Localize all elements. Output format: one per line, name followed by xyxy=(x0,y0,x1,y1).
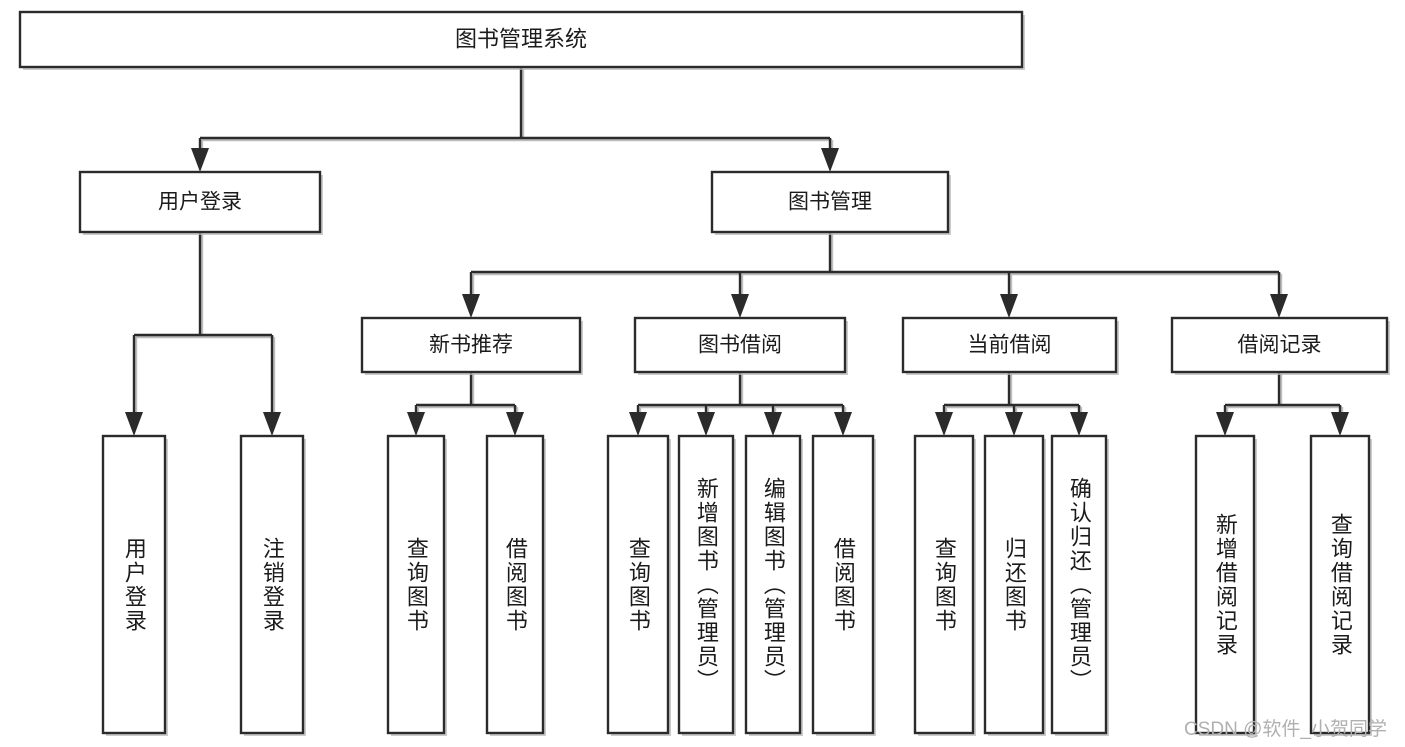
arrow-head-icon-grp1-3 xyxy=(834,412,852,436)
node-box-current-borrow[interactable] xyxy=(901,316,1118,374)
arrow-head-icon-root-1 xyxy=(821,148,839,172)
node-label-current-borrow: 当前借阅 xyxy=(968,334,1052,357)
node-box-leaf-add-book-admin[interactable] xyxy=(677,434,735,735)
arrow-head-icon-manage-0 xyxy=(462,294,480,318)
node-box-leaf-query-book-3[interactable] xyxy=(913,434,975,735)
node-box-leaf-borrow-book-1[interactable] xyxy=(485,434,545,735)
arrow-head-icon-manage-1 xyxy=(731,294,749,318)
arrow-head-icon-login-1 xyxy=(263,412,281,436)
node-label-new-book-recommend: 新书推荐 xyxy=(429,334,513,357)
node-box-layer xyxy=(18,10,1390,736)
node-box-leaf-confirm-return-admin[interactable] xyxy=(1050,434,1108,735)
node-box-book-manage[interactable] xyxy=(710,170,950,234)
arrow-head-icon-grp2-0 xyxy=(935,412,953,436)
node-box-leaf-query-book-1[interactable] xyxy=(386,434,446,735)
node-label-undefined: 图书管理系统 xyxy=(455,26,587,51)
arrow-head-icon-root-0 xyxy=(191,148,209,172)
arrow-head-icon-grp2-1 xyxy=(1005,412,1023,436)
node-box-user-login[interactable] xyxy=(78,170,322,234)
node-box-borrow-record[interactable] xyxy=(1170,316,1389,374)
arrow-head-icon-grp1-2 xyxy=(764,412,782,436)
node-label-borrow-record: 借阅记录 xyxy=(1238,334,1322,357)
node-box-leaf-query-book-2[interactable] xyxy=(606,434,670,735)
arrow-head-icon-grp1-0 xyxy=(629,412,647,436)
node-box-leaf-user-login[interactable] xyxy=(101,434,167,735)
node-box-leaf-user-logout[interactable] xyxy=(239,434,305,735)
arrow-head-icon-grp0-0 xyxy=(407,412,425,436)
node-box-leaf-query-borrow-record[interactable] xyxy=(1309,434,1371,735)
node-box-leaf-edit-book-admin[interactable] xyxy=(744,434,802,735)
arrow-head-icon-grp2-2 xyxy=(1070,412,1088,436)
node-box-new-book-recommend[interactable] xyxy=(360,316,582,374)
arrow-head-icon-manage-2 xyxy=(1000,294,1018,318)
arrow-head-icon-grp0-1 xyxy=(506,412,524,436)
arrow-head-icon-grp3-0 xyxy=(1216,412,1234,436)
arrow-head-icon-manage-3 xyxy=(1270,294,1288,318)
node-box-undefined[interactable] xyxy=(18,10,1024,69)
node-box-leaf-return-book[interactable] xyxy=(983,434,1045,735)
node-box-leaf-add-borrow-record[interactable] xyxy=(1194,434,1256,735)
node-label-user-login: 用户登录 xyxy=(158,191,242,214)
node-box-leaf-borrow-book-2[interactable] xyxy=(811,434,875,735)
connector-layer xyxy=(125,67,1349,436)
node-label-book-borrow: 图书借阅 xyxy=(698,334,782,357)
node-label-book-manage: 图书管理 xyxy=(788,191,872,214)
node-box-book-borrow[interactable] xyxy=(633,316,847,374)
arrow-head-icon-login-0 xyxy=(125,412,143,436)
arrow-head-icon-grp3-1 xyxy=(1331,412,1349,436)
arrow-head-icon-grp1-1 xyxy=(697,412,715,436)
